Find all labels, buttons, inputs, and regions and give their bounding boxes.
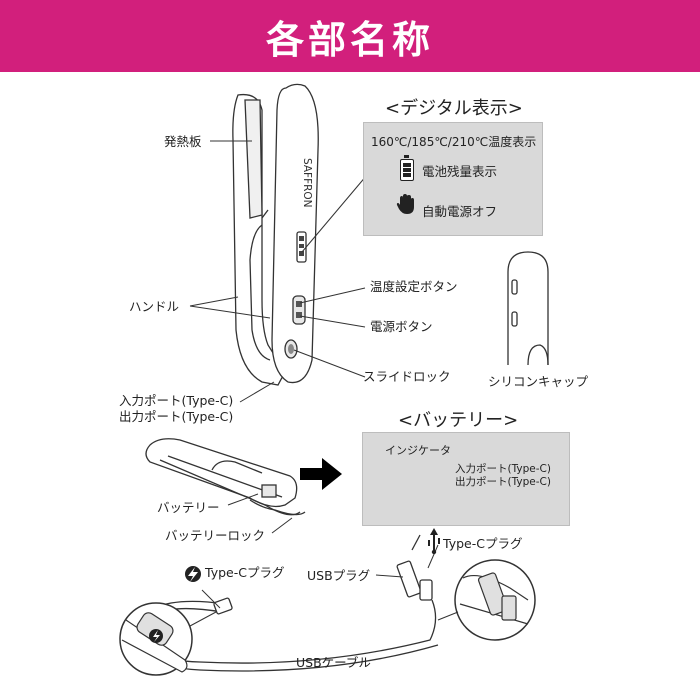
display-battery-text: 電池残量表示 — [422, 164, 498, 179]
silicone-cap-illustration — [507, 251, 549, 366]
label-slide-lock: スライドロック — [363, 369, 451, 384]
straightener-illustration — [232, 83, 319, 386]
battery-panel: インジケータ 入力ポート(Type-C) 出力ポート(Type-C) — [362, 432, 570, 526]
typec-plug-zoom — [119, 602, 193, 676]
label-power-button: 電源ボタン — [370, 319, 433, 334]
battery-section-title: <バッテリー> — [398, 410, 519, 431]
display-section-title: <デジタル表示> — [385, 98, 523, 119]
label-typec-plug-top: Type-Cプラグ — [443, 536, 523, 551]
usb-icon — [428, 528, 440, 555]
label-output-port: 出力ポート(Type-C) — [119, 409, 234, 424]
brand-logo: SAFFRON — [301, 158, 313, 208]
label-heating-plate: 発熱板 — [164, 134, 202, 149]
header-banner: 各部名称 — [0, 0, 700, 72]
label-indicator: インジケータ — [385, 444, 451, 457]
arrow-right-icon — [300, 458, 342, 490]
display-temp-text: 160℃/185℃/210℃温度表示 — [371, 135, 537, 149]
display-auto-off-text: 自動電源オフ — [422, 204, 498, 219]
label-temp-button: 温度設定ボタン — [370, 279, 458, 294]
label-battery-lock: バッテリーロック — [165, 528, 266, 543]
label-battery: バッテリー — [157, 500, 220, 515]
label-battery-output-port: 出力ポート(Type-C) — [455, 476, 551, 488]
label-battery-input-port: 入力ポート(Type-C) — [455, 463, 551, 475]
label-handle: ハンドル — [129, 299, 180, 314]
battery-icon — [400, 155, 414, 181]
label-silicone-cap: シリコンキャップ — [488, 374, 589, 389]
label-usb-cable: USBケーブル — [296, 655, 371, 670]
leader-lines — [189, 140, 368, 403]
label-usb-plug: USBプラグ — [307, 568, 371, 583]
label-typec-plug-left: Type-Cプラグ — [205, 565, 285, 580]
page-title: 各部名称 — [265, 17, 434, 62]
hand-icon — [396, 194, 414, 214]
usb-plug-zoom — [454, 559, 536, 641]
battery-section-illustration — [145, 438, 306, 516]
display-panel: 160℃/185℃/210℃温度表示 電池残量表示 自動電源オフ — [363, 122, 543, 236]
lightning-icon — [185, 566, 201, 582]
label-input-port: 入力ポート(Type-C) — [119, 393, 234, 408]
